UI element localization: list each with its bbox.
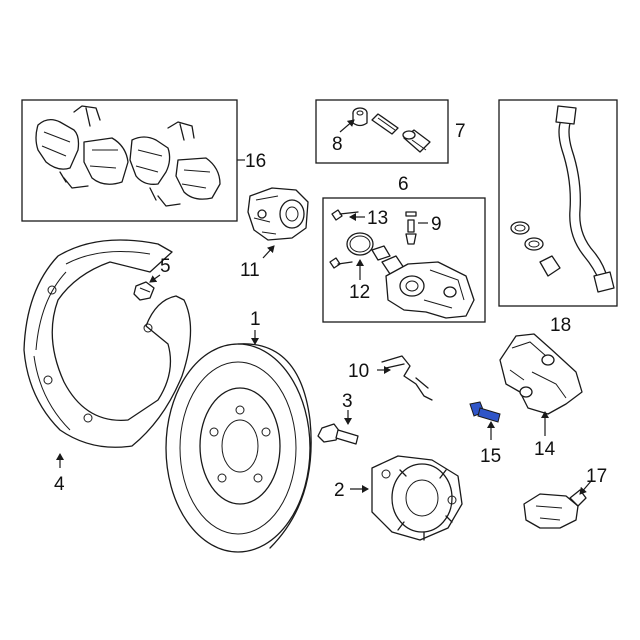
callout-8: 8 <box>332 134 343 155</box>
caliper-guide-pin-part[interactable] <box>352 107 368 127</box>
callout-1: 1 <box>250 309 261 330</box>
piston-seal-part[interactable] <box>346 232 374 256</box>
dust-shield-part[interactable] <box>23 239 192 448</box>
callout-13: 13 <box>367 208 388 229</box>
brake-hose-box <box>498 99 618 307</box>
leader-lines <box>56 119 593 495</box>
abs-sensor-part[interactable] <box>523 489 587 529</box>
callout-5: 5 <box>160 256 171 277</box>
caliper-pin-boot-part[interactable] <box>371 113 431 153</box>
callout-9: 9 <box>431 214 442 235</box>
brake-pads-part[interactable] <box>35 105 221 207</box>
callout-14: 14 <box>534 439 556 460</box>
callout-18: 18 <box>550 315 571 336</box>
callout-15: 15 <box>480 446 501 467</box>
caliper-pin-kit-box <box>315 99 449 164</box>
callout-11: 11 <box>240 260 260 281</box>
callout-16: 16 <box>245 151 266 172</box>
callout-6: 6 <box>398 174 409 195</box>
caliper-bracket-bolt-part[interactable] <box>469 401 501 423</box>
callout-7: 7 <box>455 121 466 142</box>
callout-labels: 1 2 3 4 5 6 7 8 9 10 11 12 13 14 15 16 1… <box>54 121 607 501</box>
brake-rotor-part[interactable] <box>165 343 312 553</box>
dust-shield-bolt-part[interactable] <box>133 281 155 301</box>
callout-4: 4 <box>54 474 65 495</box>
caliper-bolt-part[interactable] <box>329 257 353 269</box>
caliper-bracket-part[interactable] <box>499 333 583 415</box>
callout-2: 2 <box>334 480 345 501</box>
callout-3: 3 <box>342 391 353 412</box>
parking-brake-actuator-part[interactable] <box>247 187 309 241</box>
caliper-assembly-box <box>322 197 486 323</box>
wheel-hub-bearing-part[interactable] <box>371 455 463 541</box>
caliper-housing-part[interactable] <box>371 245 475 319</box>
sensor-wire-clip-part[interactable] <box>381 355 433 401</box>
callout-17: 17 <box>586 466 607 487</box>
bleeder-screw-part[interactable] <box>331 209 359 221</box>
callout-10: 10 <box>348 361 369 382</box>
callout-12: 12 <box>349 282 370 303</box>
hub-bolt-part[interactable] <box>317 423 359 445</box>
brake-hose-part[interactable] <box>510 105 615 293</box>
caliper-bleeder-kit-part[interactable] <box>405 211 417 245</box>
